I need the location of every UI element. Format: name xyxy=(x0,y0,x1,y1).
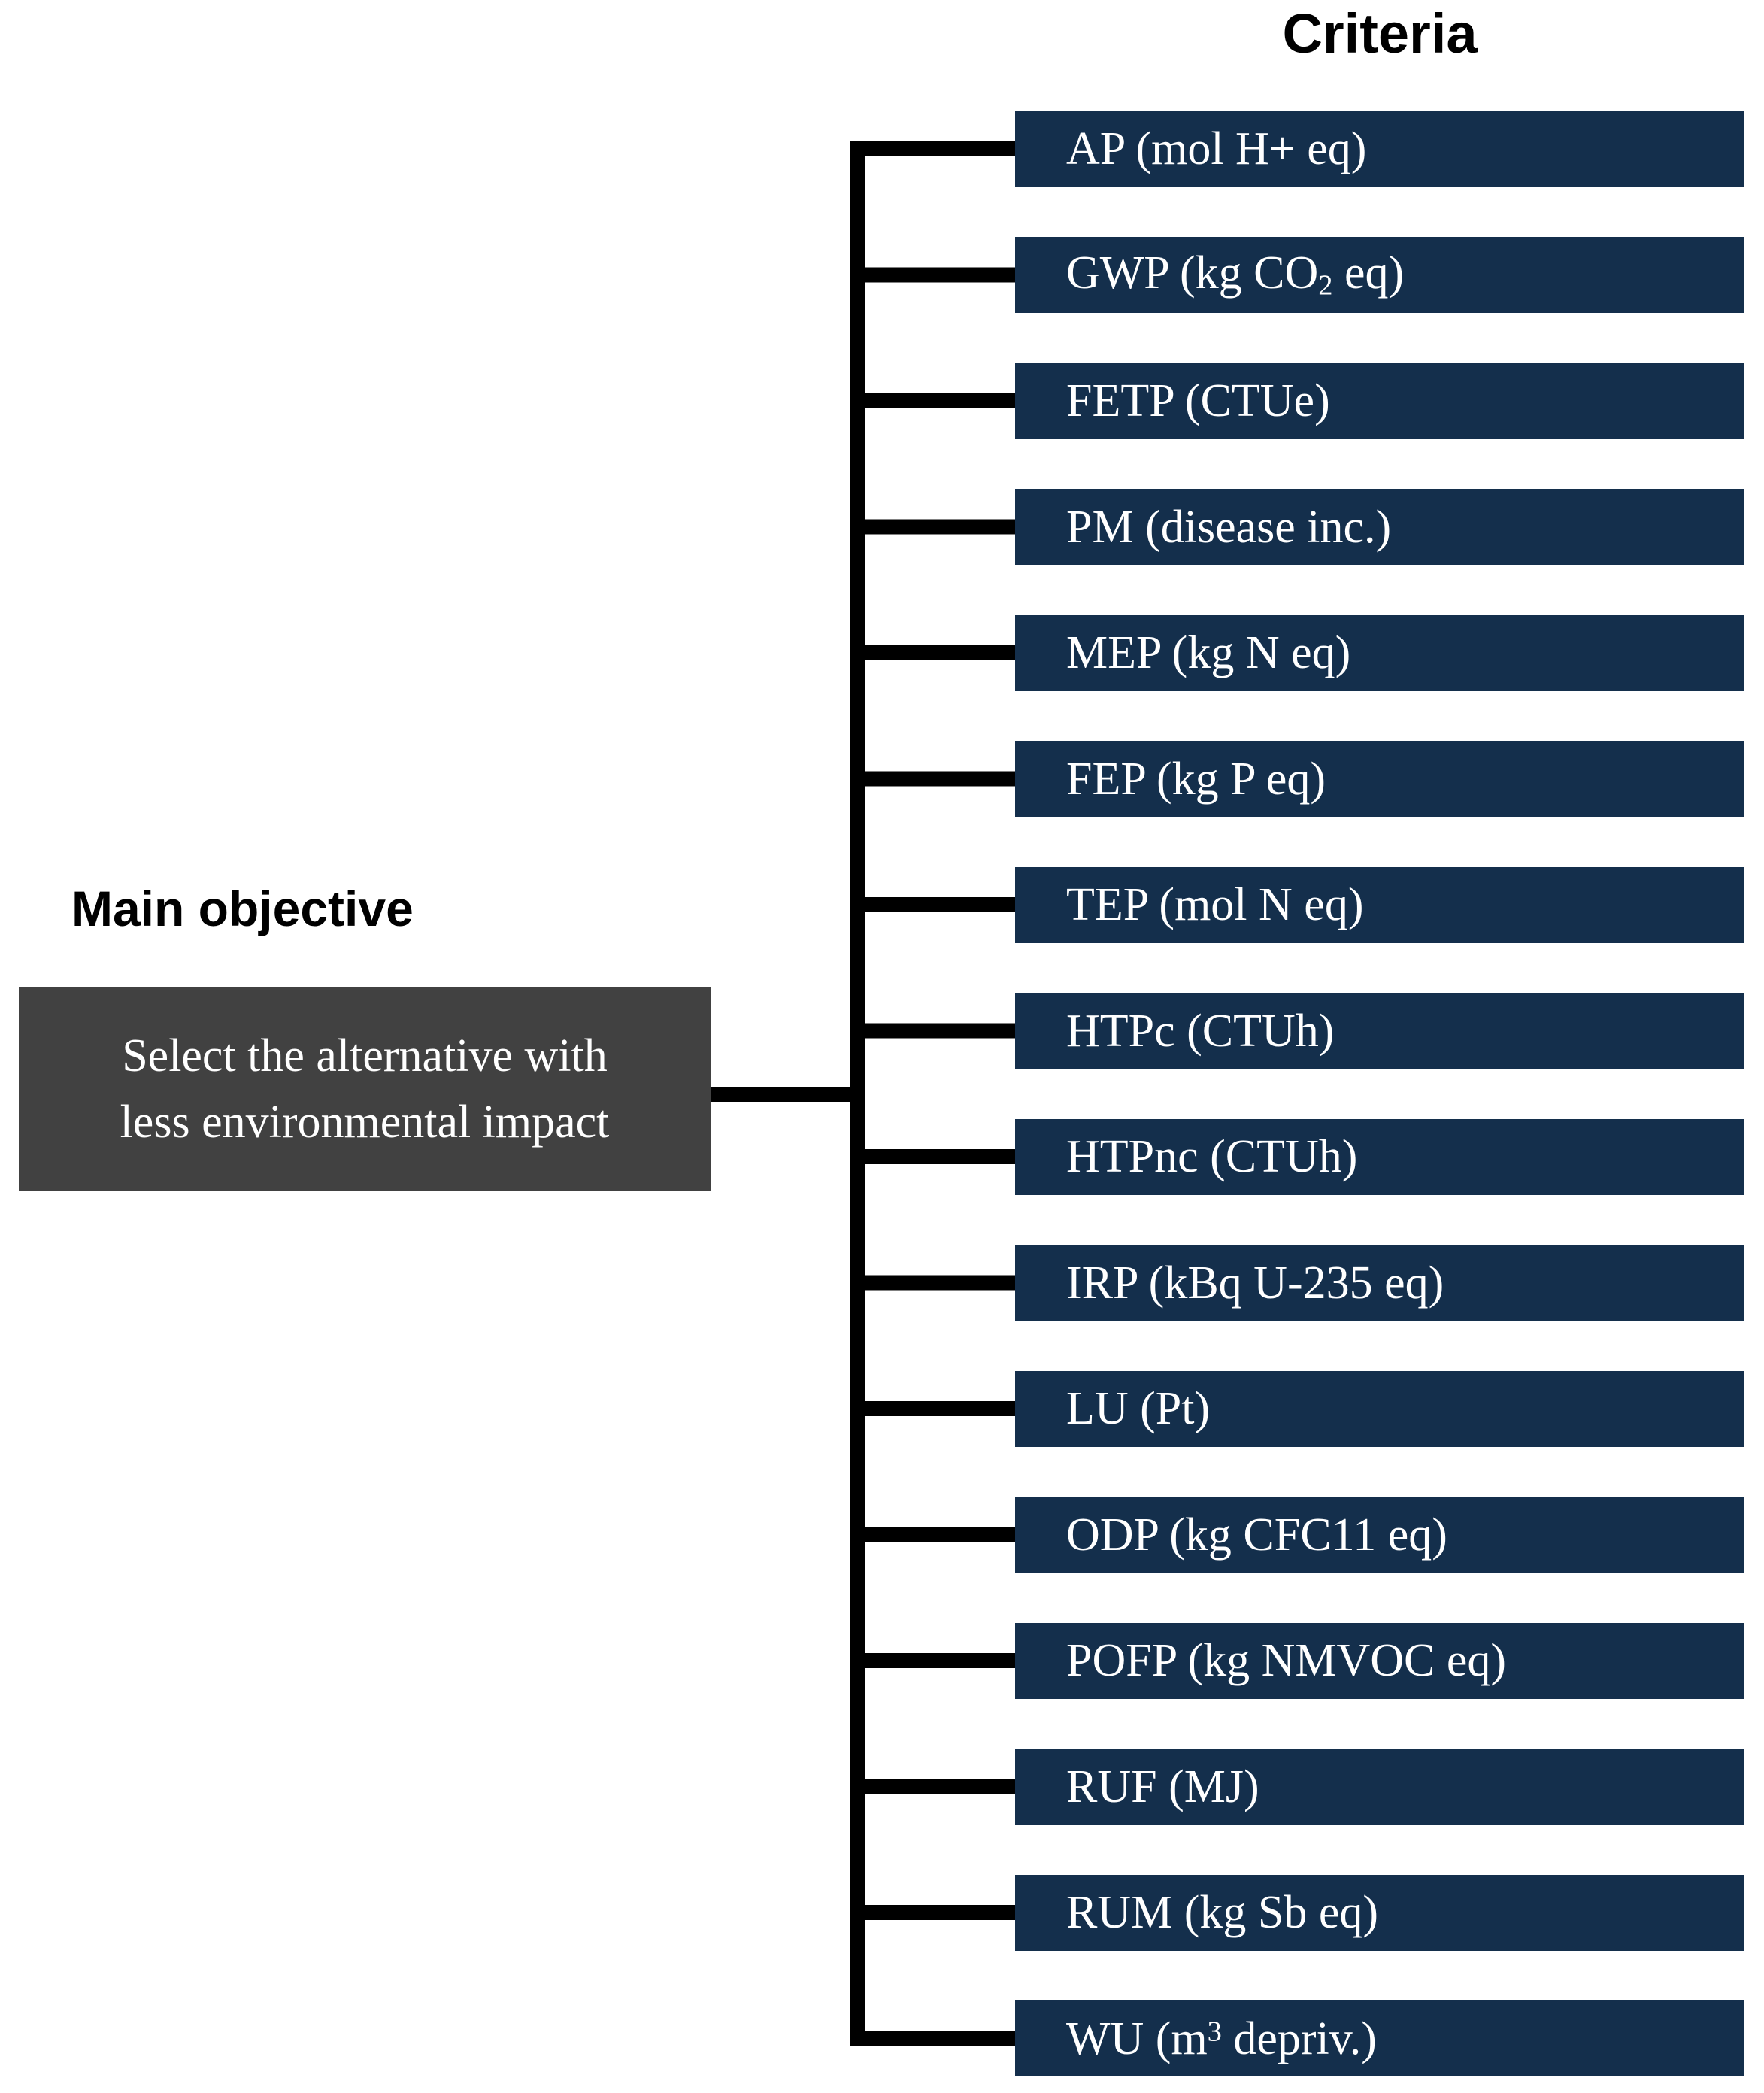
criteria-label: HTPc (CTUh) xyxy=(1066,1005,1335,1057)
criteria-label: POFP (kg NMVOC eq) xyxy=(1066,1635,1507,1686)
criteria-node-wu[interactable]: WU (m3 depriv.) xyxy=(1015,2000,1744,2076)
criteria-node-lu[interactable]: LU (Pt) xyxy=(1015,1370,1744,1447)
criteria-label: HTPnc (CTUh) xyxy=(1066,1131,1358,1182)
main-objective-heading: Main objective xyxy=(71,881,414,936)
criteria-label: TEP (mol N eq) xyxy=(1066,879,1364,930)
criteria-label: ODP (kg CFC11 eq) xyxy=(1066,1509,1447,1561)
main-objective-node[interactable]: Select the alternative with less environ… xyxy=(19,987,711,1191)
criteria-node-irp[interactable]: IRP (kBq U-235 eq) xyxy=(1015,1245,1744,1321)
criteria-node-pofp[interactable]: POFP (kg NMVOC eq) xyxy=(1015,1622,1744,1699)
criteria-label: RUM (kg Sb eq) xyxy=(1066,1887,1379,1938)
criteria-label: LU (Pt) xyxy=(1066,1383,1211,1434)
criteria-node-mep[interactable]: MEP (kg N eq) xyxy=(1015,614,1744,691)
criteria-node-htpnc[interactable]: HTPnc (CTUh) xyxy=(1015,1118,1744,1195)
criteria-label: PM (disease inc.) xyxy=(1066,501,1392,553)
criteria-label: GWP (kg CO2 eq) xyxy=(1066,247,1405,302)
criteria-label: RUF (MJ) xyxy=(1066,1761,1259,1812)
criteria-label: AP (mol H+ eq) xyxy=(1066,123,1367,174)
criteria-node-htpc[interactable]: HTPc (CTUh) xyxy=(1015,993,1744,1069)
main-objective-text: Select the alternative with less environ… xyxy=(120,1030,610,1148)
criteria-node-odp[interactable]: ODP (kg CFC11 eq) xyxy=(1015,1497,1744,1573)
criteria-node-ap[interactable]: AP (mol H+ eq) xyxy=(1015,111,1744,187)
criteria-label: IRP (kBq U-235 eq) xyxy=(1066,1257,1444,1309)
criteria-label: MEP (kg N eq) xyxy=(1066,627,1351,678)
criteria-column-heading: Criteria xyxy=(1282,2,1478,65)
criteria-label: FETP (CTUe) xyxy=(1066,375,1330,426)
criteria-node-tep[interactable]: TEP (mol N eq) xyxy=(1015,866,1744,943)
criteria-node-pm[interactable]: PM (disease inc.) xyxy=(1015,489,1744,565)
criteria-node-gwp[interactable]: GWP (kg CO2 eq) xyxy=(1015,237,1744,313)
criteria-node-fetp[interactable]: FETP (CTUe) xyxy=(1015,362,1744,439)
criteria-label: WU (m3 depriv.) xyxy=(1066,2013,1377,2064)
criteria-node-fep[interactable]: FEP (kg P eq) xyxy=(1015,741,1744,817)
criteria-label: FEP (kg P eq) xyxy=(1066,753,1326,805)
criteria-node-ruf[interactable]: RUF (MJ) xyxy=(1015,1749,1744,1825)
criteria-node-rum[interactable]: RUM (kg Sb eq) xyxy=(1015,1874,1744,1951)
